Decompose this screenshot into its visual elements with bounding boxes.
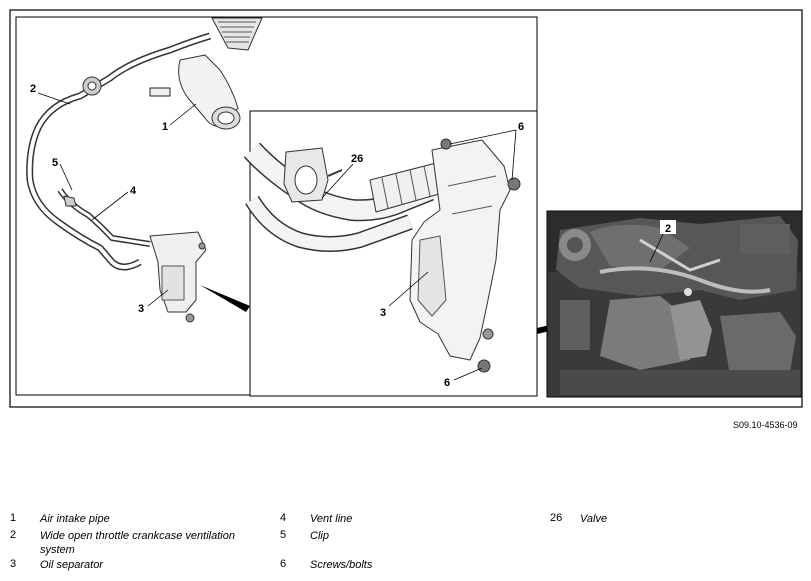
- callout-2-photo: 2: [665, 223, 671, 235]
- callout-2: 2: [30, 83, 36, 95]
- legend-text: Vent line: [310, 513, 353, 525]
- legend-number: 4: [280, 512, 287, 524]
- clip: [63, 195, 77, 207]
- legend-item: 6 Screws/bolts: [280, 558, 510, 572]
- legend-text: Air intake pipe: [40, 513, 110, 525]
- legend-item: 1 Air intake pipe: [10, 512, 270, 526]
- callout-26: 26: [351, 153, 363, 165]
- engine-photo: [546, 210, 803, 398]
- legend-text: Valve: [580, 513, 608, 525]
- legend-number: 5: [280, 529, 287, 541]
- air-intake-pipe: [149, 54, 241, 130]
- legend-text: Oil separator: [40, 559, 103, 571]
- valve: [283, 147, 343, 203]
- legend-number: 3: [10, 558, 17, 570]
- callout-3: 3: [138, 303, 144, 315]
- detail-oil-separator: [409, 138, 521, 373]
- pointer-overview-to-detail: [200, 285, 250, 312]
- valve-connector: [82, 76, 102, 96]
- outer-frame: [9, 9, 803, 408]
- callout-1: 1: [162, 121, 168, 133]
- callout-6-bottom: 6: [444, 377, 450, 389]
- legend-text: Clip: [310, 530, 329, 542]
- legend-item: 3 Oil separator: [10, 558, 270, 572]
- legend-number: 26: [550, 512, 563, 524]
- legend-text: Wide open throttle crankcase ventilation…: [40, 530, 235, 556]
- intake-hose: [211, 17, 263, 51]
- legend-number: 1: [10, 512, 17, 524]
- callout-6-top: 6: [518, 121, 524, 133]
- callout-4: 4: [130, 185, 137, 197]
- overview-leaders: [37, 92, 197, 307]
- legend-item: 4 Vent line: [280, 512, 510, 526]
- figure-reference: S09.10-4536-09: [733, 420, 798, 430]
- photo-leader: [649, 231, 665, 263]
- detail-leaders: [321, 129, 517, 381]
- callout-5: 5: [52, 157, 58, 169]
- legend-item: 26 Valve: [550, 512, 780, 526]
- legend-number: 2: [10, 529, 17, 541]
- legend-number: 6: [280, 558, 287, 570]
- detail-drawing: [243, 138, 521, 373]
- legend-item: 5 Clip: [280, 529, 510, 543]
- oil-separator: [149, 231, 207, 323]
- legend-item: 2 Wide open throttle crankcase ventilati…: [10, 529, 270, 557]
- overview-drawing: [26, 17, 263, 323]
- assembly-diagram: 1 2 5 4 3: [9, 9, 803, 408]
- legend-text: Screws/bolts: [310, 559, 373, 571]
- callout-3-detail: 3: [380, 307, 386, 319]
